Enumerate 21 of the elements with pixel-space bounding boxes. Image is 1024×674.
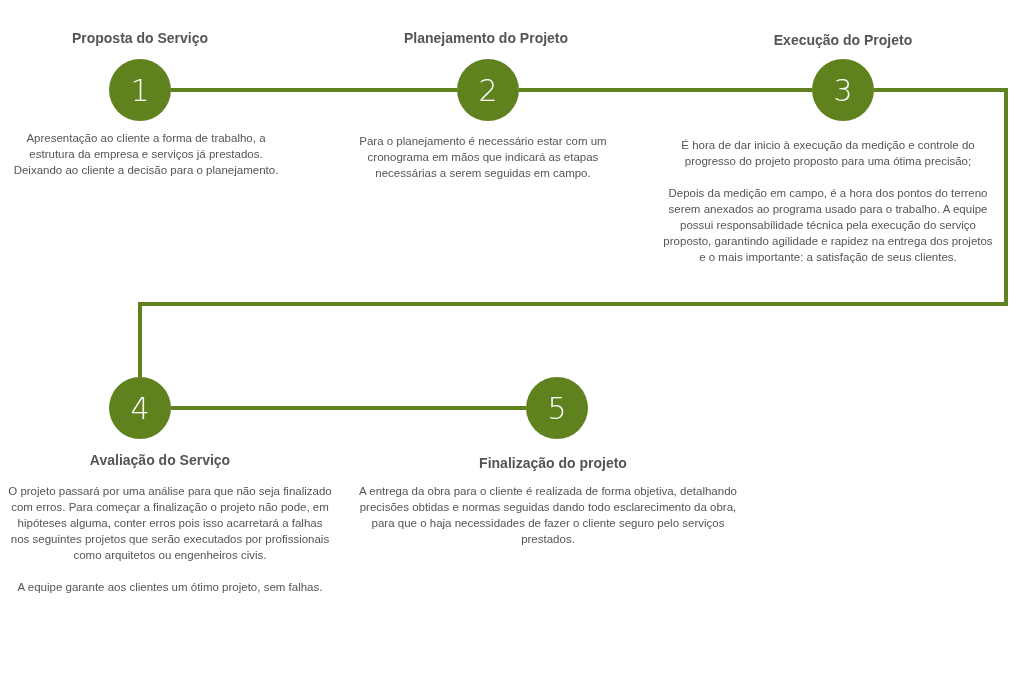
connector-line: [519, 88, 812, 92]
step-description: Para o planejamento é necessário estar com um cronograma em mãos que indicará as etapas necessárias a serem seguidas em campo.: [358, 134, 608, 181]
step-number-circle: 2: [457, 59, 519, 121]
step-heading: Avaliação do Serviço: [89, 452, 231, 468]
step-number-circle: 1: [109, 59, 171, 121]
step-heading: Finalização do projeto: [479, 455, 627, 471]
step-heading: Planejamento do Projeto: [403, 30, 569, 46]
step-heading: Execução do Projeto: [773, 32, 913, 48]
connector-line: [171, 88, 457, 92]
step-number-circle: 3: [812, 59, 874, 121]
step-description: Depois da medição em campo, é a hora dos pontos do terreno serem anexados ao programa usado para o trabalho. A equipe possui responsabilidade técnica pela execução do serviço proposto, garantindo agilidade e rapidez na entrega dos projetos e o mais importante: a satisfação de seus clientes.: [662, 186, 994, 265]
step-description: A entrega da obra para o cliente é realizada de forma objetiva, detalhando precisões obtidas e normas seguidas dando todo esclarecimento da obra, para que o haja necessidades de fazer o cliente seguro pelo serviços prestados.: [358, 484, 738, 547]
step-heading: Proposta do Serviço: [71, 30, 209, 46]
step-number-circle: 4: [109, 377, 171, 439]
connector-line: [138, 88, 1008, 377]
step-number-circle: 5: [526, 377, 588, 439]
step-description: É hora de dar inicio à execução da medição e controle do progresso do projeto proposto para uma ótima precisão;: [680, 138, 976, 169]
connector-line: [171, 406, 526, 410]
step-description: O projeto passará por uma análise para que não seja finalizado com erros. Para começar a finalização o projeto não pode, em hipóteses alguma, conter erros pois isso acarretará a falhas nos seguintes projetos que serão executados por profissionais como arquitetos ou engenheiros civis.: [7, 484, 333, 563]
step-description: Apresentação ao cliente a forma de trabalho, a estrutura da empresa e serviços já prestados. Deixando ao cliente a decisão para o planejamento.: [12, 131, 280, 178]
step-description: A equipe garante aos clientes um ótimo projeto, sem falhas.: [16, 580, 324, 595]
